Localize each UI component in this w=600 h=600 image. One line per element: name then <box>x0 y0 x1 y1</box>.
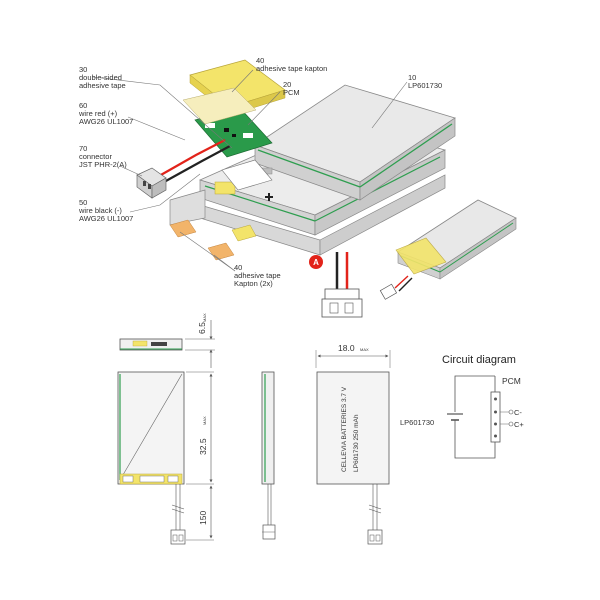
callout-40b-num: 40 <box>234 263 242 272</box>
callout-30-num: 30 <box>79 65 87 74</box>
kapton-tape-bottom <box>169 219 257 261</box>
wires <box>151 139 231 188</box>
callout-40-l1: adhesive tape kapton <box>256 64 327 73</box>
jst-connector <box>136 167 167 199</box>
callout-40b-l1: adhesive tape <box>234 271 281 280</box>
edge-view <box>261 371 276 540</box>
side-view: 6.5 MAX <box>119 313 215 368</box>
detail-a-letter: A <box>313 258 319 267</box>
callout-70: 70 connector JST PHR-2(A) <box>79 144 127 169</box>
exploded-view: 30 double-sided adhesive tape 40 adhesiv… <box>78 56 456 288</box>
callout-40-bottom: 40 adhesive tape Kapton (2x) <box>234 263 281 288</box>
detail-connector-body <box>321 288 363 318</box>
callout-60-l2: AWG26 UL1007 <box>79 117 133 126</box>
dim-thickness-tag: MAX <box>202 313 207 322</box>
callout-40-top: 40 adhesive tape kapton <box>256 56 327 73</box>
dim-wire-length: 150 <box>198 511 208 525</box>
circuit-cell-label: LP601730 <box>400 418 434 427</box>
callout-30-l1: double-sided <box>79 73 122 82</box>
callout-60: 60 wire red (+) AWG26 UL1007 <box>78 101 133 126</box>
callout-70-num: 70 <box>79 144 87 153</box>
assembled-cell <box>379 199 517 300</box>
callout-50-l1: wire black (-) <box>78 206 122 215</box>
circuit-c-plus: C+ <box>514 420 524 429</box>
dim-length-tag: MAX <box>202 416 207 425</box>
circuit-title: Circuit diagram <box>442 354 516 366</box>
callout-20-num: 20 <box>283 80 291 89</box>
cell-label-line1: CELLEVIA BATTERIES 3.7 V <box>341 386 348 472</box>
callout-60-num: 60 <box>79 101 87 110</box>
callout-30-l2: adhesive tape <box>79 81 126 90</box>
callout-40-num: 40 <box>256 56 264 65</box>
callout-10: 10 LP601730 <box>408 73 442 90</box>
leader-lines <box>92 69 408 272</box>
circuit-diagram: Circuit diagram PCM LP601730 C- C+ <box>400 354 524 459</box>
cell-label-line2: LP601730 250 mAh <box>353 414 360 472</box>
callout-50-num: 50 <box>79 198 87 207</box>
callout-40b-l2: Kapton (2x) <box>234 279 273 288</box>
dim-thickness: 6.5 <box>197 322 207 334</box>
callout-10-l1: LP601730 <box>408 81 442 90</box>
callout-70-l2: JST PHR-2(A) <box>79 160 127 169</box>
callout-60-l1: wire red (+) <box>78 109 118 118</box>
callout-30: 30 double-sided adhesive tape <box>79 65 126 90</box>
detail-a: A <box>309 252 363 318</box>
callout-10-num: 10 <box>408 73 416 82</box>
front-view: 32.5 MAX 150 <box>117 371 214 545</box>
callout-20-l1: PCM <box>283 88 300 97</box>
dim-width: 18.0 <box>338 343 355 353</box>
callout-50: 50 wire black (-) AWG26 UL1007 <box>78 198 133 223</box>
label-view: 18.0 MAX CELLEVIA BATTERIES 3.7 V LP6017… <box>315 343 391 545</box>
callout-50-l2: AWG26 UL1007 <box>79 214 133 223</box>
detail-a-marker <box>309 255 323 269</box>
double-sided-tape <box>182 87 273 191</box>
dim-length: 32.5 <box>198 438 208 455</box>
circuit-c-minus: C- <box>514 408 522 417</box>
circuit-pcm-label: PCM <box>502 376 521 386</box>
callout-20: 20 PCM <box>283 80 300 97</box>
callout-70-l1: connector <box>79 152 112 161</box>
dim-width-tag: MAX <box>360 347 369 352</box>
circuit-pcm-block <box>490 391 501 443</box>
